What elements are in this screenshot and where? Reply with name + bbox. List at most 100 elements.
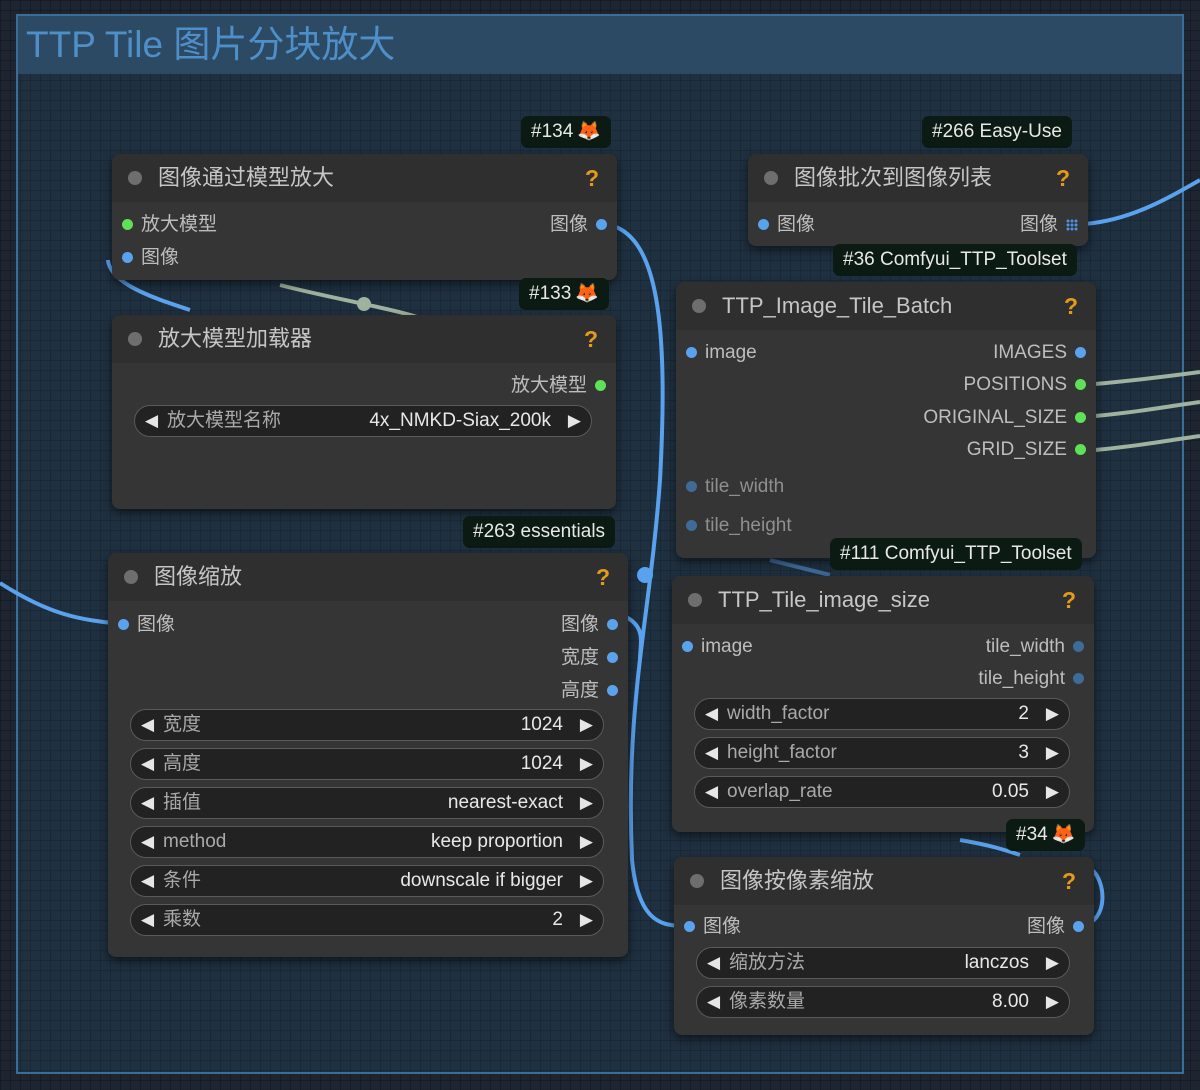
increment-arrow-icon[interactable]: ▶ <box>1045 743 1059 762</box>
widget-overlap-rate[interactable]: ◀ overlap_rate 0.05 ▶ <box>694 776 1070 808</box>
node-header[interactable]: 放大模型加载器 ? <box>112 315 616 363</box>
output-tile-height[interactable]: tile_height <box>978 664 1084 694</box>
node-upscale-model-loader[interactable]: 放大模型加载器 ? 放大模型 ◀ 放大模型名称 4x_NMKD-Siax_200… <box>112 315 616 509</box>
output-upscale-model[interactable]: 放大模型 <box>511 371 606 401</box>
slot-dot-icon[interactable] <box>1073 921 1084 933</box>
widget-height-factor[interactable]: ◀ height_factor 3 ▶ <box>694 737 1070 769</box>
output-tile-width[interactable]: tile_width <box>986 632 1084 662</box>
help-icon[interactable]: ? <box>583 326 598 352</box>
increment-arrow-icon[interactable]: ▶ <box>579 793 593 812</box>
increment-arrow-icon[interactable]: ▶ <box>579 754 593 773</box>
widget-interpolation[interactable]: ◀ 插值 nearest-exact ▶ <box>130 787 604 819</box>
decrement-arrow-icon[interactable]: ◀ <box>141 871 155 890</box>
increment-arrow-icon[interactable]: ▶ <box>1045 782 1059 801</box>
input-image[interactable]: image <box>686 338 757 368</box>
node-header[interactable]: TTP_Tile_image_size ? <box>672 576 1094 624</box>
list-grid-icon[interactable] <box>1066 218 1078 231</box>
widget-megapixels[interactable]: ◀ 像素数量 8.00 ▶ <box>696 986 1070 1018</box>
decrement-arrow-icon[interactable]: ◀ <box>705 704 719 723</box>
help-icon[interactable]: ? <box>1061 587 1076 613</box>
collapse-dot-icon[interactable] <box>128 171 142 185</box>
widget-scale-method[interactable]: ◀ 缩放方法 lanczos ▶ <box>696 947 1070 979</box>
decrement-arrow-icon[interactable]: ◀ <box>141 793 155 812</box>
help-icon[interactable]: ? <box>1055 165 1070 191</box>
node-header[interactable]: 图像按像素缩放 ? <box>674 857 1094 905</box>
decrement-arrow-icon[interactable]: ◀ <box>141 832 155 851</box>
increment-arrow-icon[interactable]: ▶ <box>1045 992 1059 1011</box>
output-width[interactable]: 宽度 <box>561 643 618 673</box>
input-upscale-model[interactable]: 放大模型 <box>122 210 217 240</box>
slot-dot-icon[interactable] <box>596 219 607 231</box>
help-icon[interactable]: ? <box>1061 868 1076 894</box>
input-image[interactable]: 图像 <box>122 243 179 273</box>
increment-arrow-icon[interactable]: ▶ <box>579 715 593 734</box>
input-image[interactable]: image <box>682 632 753 662</box>
node-upscale-with-model[interactable]: 图像通过模型放大 ? 放大模型 图像 图像 <box>112 154 617 280</box>
increment-arrow-icon[interactable]: ▶ <box>579 832 593 851</box>
decrement-arrow-icon[interactable]: ◀ <box>141 715 155 734</box>
decrement-arrow-icon[interactable]: ◀ <box>145 411 159 430</box>
slot-dot-icon[interactable] <box>607 685 618 697</box>
widget-height[interactable]: ◀ 高度 1024 ▶ <box>130 748 604 780</box>
slot-dot-icon[interactable] <box>1075 347 1086 359</box>
input-image[interactable]: 图像 <box>684 912 741 942</box>
node-scale-by-pixels[interactable]: 图像按像素缩放 ? 图像 图像 ◀ 缩放方法 lanczos ▶ ◀ 像素数量 … <box>674 857 1094 1035</box>
slot-dot-icon[interactable] <box>122 252 133 264</box>
group-title[interactable]: TTP Tile 图片分块放大 <box>18 16 1182 74</box>
input-image[interactable]: 图像 <box>758 210 815 240</box>
node-image-resize[interactable]: 图像缩放 ? 图像 图像 宽度 高度 ◀ 宽度 1024 ▶ ◀ 高度 1024… <box>108 553 628 957</box>
input-tile-height[interactable]: tile_height <box>686 511 792 541</box>
input-tile-width[interactable]: tile_width <box>686 472 784 502</box>
node-header[interactable]: 图像通过模型放大 ? <box>112 154 617 202</box>
decrement-arrow-icon[interactable]: ◀ <box>705 743 719 762</box>
slot-dot-icon[interactable] <box>686 520 697 532</box>
output-images[interactable]: IMAGES <box>993 338 1086 368</box>
increment-arrow-icon[interactable]: ▶ <box>567 411 581 430</box>
slot-dot-icon[interactable] <box>1075 379 1086 391</box>
slot-dot-icon[interactable] <box>607 619 618 631</box>
input-image[interactable]: 图像 <box>118 610 175 640</box>
decrement-arrow-icon[interactable]: ◀ <box>141 754 155 773</box>
output-original-size[interactable]: ORIGINAL_SIZE <box>923 403 1086 433</box>
decrement-arrow-icon[interactable]: ◀ <box>707 953 721 972</box>
widget-width[interactable]: ◀ 宽度 1024 ▶ <box>130 709 604 741</box>
slot-dot-icon[interactable] <box>1073 641 1084 653</box>
node-batch-to-list[interactable]: 图像批次到图像列表 ? 图像 图像 <box>748 154 1088 246</box>
increment-arrow-icon[interactable]: ▶ <box>579 910 593 929</box>
node-tile-batch[interactable]: TTP_Image_Tile_Batch ? image IMAGES POSI… <box>676 282 1096 558</box>
decrement-arrow-icon[interactable]: ◀ <box>141 910 155 929</box>
collapse-dot-icon[interactable] <box>128 332 142 346</box>
output-image[interactable]: 图像 <box>561 610 618 640</box>
increment-arrow-icon[interactable]: ▶ <box>579 871 593 890</box>
output-grid-size[interactable]: GRID_SIZE <box>967 435 1086 465</box>
output-image[interactable]: 图像 <box>1027 912 1084 942</box>
decrement-arrow-icon[interactable]: ◀ <box>707 992 721 1011</box>
slot-dot-icon[interactable] <box>686 347 697 359</box>
collapse-dot-icon[interactable] <box>690 874 704 888</box>
node-header[interactable]: TTP_Image_Tile_Batch ? <box>676 282 1096 330</box>
slot-dot-icon[interactable] <box>686 481 697 493</box>
slot-dot-icon[interactable] <box>758 219 769 231</box>
collapse-dot-icon[interactable] <box>688 593 702 607</box>
decrement-arrow-icon[interactable]: ◀ <box>705 782 719 801</box>
slot-dot-icon[interactable] <box>682 641 693 653</box>
node-header[interactable]: 图像缩放 ? <box>108 553 628 601</box>
slot-dot-icon[interactable] <box>1073 673 1084 685</box>
slot-dot-icon[interactable] <box>595 380 606 392</box>
slot-dot-icon[interactable] <box>684 921 695 933</box>
increment-arrow-icon[interactable]: ▶ <box>1045 704 1059 723</box>
widget-model-name[interactable]: ◀ 放大模型名称 4x_NMKD-Siax_200k ▶ <box>134 405 592 437</box>
help-icon[interactable]: ? <box>595 564 610 590</box>
collapse-dot-icon[interactable] <box>124 570 138 584</box>
output-height[interactable]: 高度 <box>561 676 618 706</box>
help-icon[interactable]: ? <box>584 165 599 191</box>
widget-multiplier[interactable]: ◀ 乘数 2 ▶ <box>130 904 604 936</box>
output-image-list[interactable]: 图像 <box>1020 210 1078 240</box>
node-header[interactable]: 图像批次到图像列表 ? <box>748 154 1088 202</box>
output-positions[interactable]: POSITIONS <box>964 370 1086 400</box>
slot-dot-icon[interactable] <box>1075 412 1086 424</box>
collapse-dot-icon[interactable] <box>764 171 778 185</box>
collapse-dot-icon[interactable] <box>692 299 706 313</box>
node-tile-image-size[interactable]: TTP_Tile_image_size ? image tile_width t… <box>672 576 1094 832</box>
slot-dot-icon[interactable] <box>122 219 133 231</box>
